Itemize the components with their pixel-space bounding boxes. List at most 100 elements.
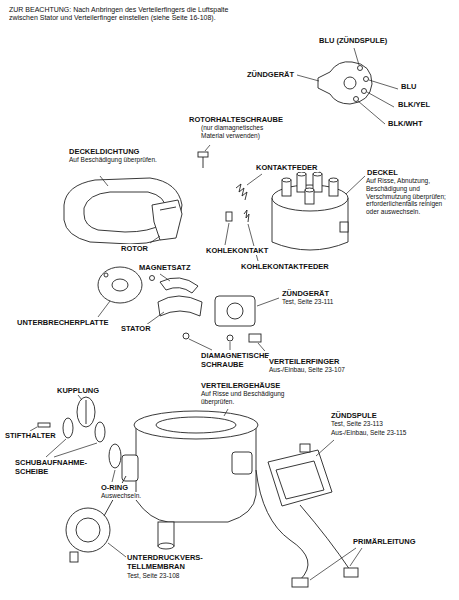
part-label: DIAMAGNETISCHE SCHRAUBE	[200, 351, 274, 369]
ignition-module-plate	[318, 62, 372, 104]
pin-holder	[38, 423, 50, 427]
part-label: VERTEILERGEHÄUSE	[200, 381, 281, 390]
leader-line	[369, 80, 398, 89]
carbon-contact	[226, 210, 249, 222]
rotor-holding-screw	[198, 152, 208, 157]
ignition-coil	[300, 444, 310, 452]
carbon-contact	[226, 212, 232, 221]
part-label: VERTEILERFINGER	[268, 357, 340, 366]
part-note: Auswechseln.	[100, 492, 142, 500]
part-note: Test, Seite 23-111	[281, 298, 334, 306]
leader-line	[112, 470, 115, 482]
ignition-module-plate	[344, 77, 356, 89]
leader-line	[189, 339, 212, 350]
distributor-housing	[156, 417, 236, 433]
distributor-housing	[158, 522, 174, 546]
leader-line	[248, 224, 258, 261]
distributor-housing	[158, 543, 174, 549]
carbon-contact	[244, 210, 249, 222]
rotor-holding-screw	[198, 152, 208, 168]
leader-line	[224, 409, 228, 416]
distributor-cap	[272, 172, 348, 250]
leader-line	[150, 236, 160, 243]
vacuum-diaphragm	[66, 508, 110, 552]
ignition-module-plate	[358, 66, 363, 71]
pin-holder	[38, 423, 50, 427]
part-label: BLK/YEL	[397, 100, 431, 109]
leader-line	[98, 301, 110, 317]
part-note: Test, Seite 23-113	[330, 420, 384, 428]
part-note: Aus-/Einbau, Seite 23-115	[330, 429, 407, 437]
ignition-coil	[268, 450, 332, 506]
part-label: ZÜNDGERÄT	[281, 289, 330, 298]
primary-wire	[256, 470, 308, 580]
contact-spring	[236, 184, 247, 200]
part-label: UNTERBRECHERPLATTE	[16, 318, 110, 327]
rotor	[152, 200, 182, 240]
rotor-holding-screw	[203, 157, 204, 168]
part-label: BLU (ZÜNDSPULE)	[318, 36, 388, 45]
ignition-coil	[268, 444, 332, 506]
rotor	[152, 200, 182, 240]
distributor-cap	[329, 178, 338, 182]
magnet-set	[160, 278, 198, 293]
part-note: Auf Beschädigung überprüfen.	[68, 156, 162, 164]
igniter-unit	[215, 296, 261, 342]
part-label: SCHUBAUFNAHME-SCHEIBE	[14, 458, 80, 476]
distributor-housing	[122, 455, 138, 481]
ignition-module-plate	[364, 77, 369, 82]
leader-line	[316, 440, 334, 456]
contact-spring	[236, 184, 247, 200]
part-label: STATOR	[120, 324, 152, 333]
part-label: DECKELDICHTUNG	[68, 147, 140, 156]
distributor-cap	[313, 172, 322, 176]
leader-line	[160, 274, 170, 281]
part-label: ROTORHALTESCHRAUBE	[188, 115, 284, 124]
distributor-cap	[305, 188, 314, 192]
leader-line	[54, 443, 97, 457]
part-label: MAGNETSATZ	[138, 263, 192, 272]
distributor-housing	[122, 411, 258, 549]
rotor	[160, 207, 176, 210]
o-ring	[109, 444, 121, 468]
part-note: Auf Risse, Abnutzung, Beschädigung und V…	[365, 177, 455, 216]
breaker-plate	[112, 279, 128, 291]
part-label: STIFTHALTER	[4, 431, 57, 440]
part-label: BLK/WHT	[387, 119, 424, 128]
coupling	[77, 397, 95, 427]
leader-line	[225, 223, 229, 245]
part-note: ZUR BEACHTUNG: Nach Anbringen des Vertei…	[8, 6, 235, 23]
leader-line	[346, 176, 365, 194]
cap-gasket	[64, 178, 182, 244]
primary-wire	[300, 505, 350, 570]
ignition-coil	[276, 461, 324, 499]
leader-line	[358, 101, 385, 124]
part-label: ZÜNDSPULE	[330, 411, 378, 420]
stator	[158, 296, 202, 316]
coupling	[86, 400, 87, 424]
part-label: DECKEL	[366, 168, 399, 177]
leader-line	[310, 548, 356, 580]
igniter-unit	[249, 334, 261, 342]
stator	[158, 296, 202, 316]
igniter-unit	[227, 303, 243, 319]
diamagnetic-screw	[227, 335, 233, 341]
vacuum-diaphragm	[70, 552, 78, 562]
magnet-set	[150, 276, 199, 294]
leader-line	[108, 543, 126, 557]
part-note: Test, Seite 23-108	[126, 572, 180, 580]
part-label: ROTOR	[120, 244, 149, 253]
distributor-cap	[282, 178, 291, 182]
thrust-washer	[95, 422, 105, 442]
breaker-plate	[98, 267, 142, 303]
distributor-cap	[297, 172, 306, 176]
part-label: KOHLEKONTAKTFEDER	[240, 262, 330, 271]
part-note: Aus-/Einbau, Seite 23-107	[268, 366, 346, 374]
thrust-washer	[63, 418, 105, 442]
primary-wire	[292, 578, 308, 587]
part-label: O-RING	[100, 483, 129, 492]
coupling	[77, 397, 95, 427]
leader-line	[297, 48, 398, 124]
